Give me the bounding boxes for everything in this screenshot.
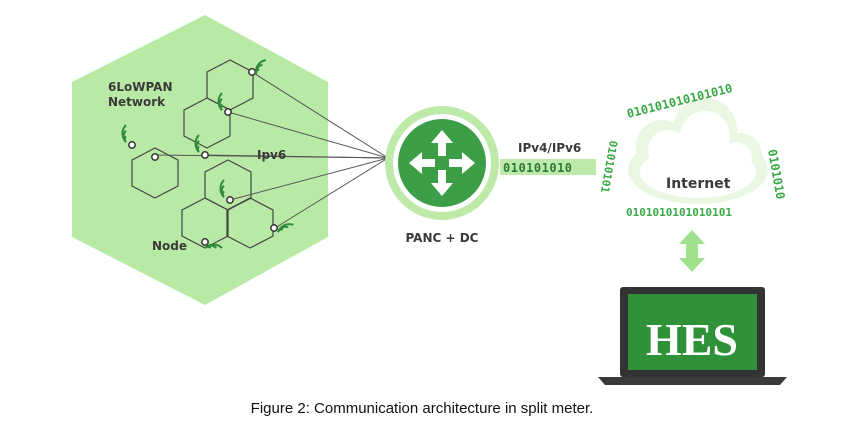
cloud-bits-bottom: 0101010101010101 <box>626 206 732 219</box>
link-bar <box>500 159 596 175</box>
cloud-icon <box>628 98 768 204</box>
figure-caption: Figure 2: Communication architecture in … <box>250 400 594 417</box>
node-dot <box>201 238 209 246</box>
node-label: Node <box>152 239 187 253</box>
node-dot <box>151 153 159 161</box>
network-label-line2: Network <box>108 95 166 109</box>
router-label: PANC + DC <box>405 231 478 245</box>
network-nodes <box>128 68 278 246</box>
node-dot <box>224 108 232 116</box>
link-bits: 010101010 <box>503 161 573 175</box>
network-hexagon <box>72 15 328 305</box>
node-dot <box>248 68 256 76</box>
laptop-icon <box>598 287 787 385</box>
cloud-bits-left: 01010101 <box>598 139 620 194</box>
node-dot <box>201 151 209 159</box>
node-dot <box>226 196 234 204</box>
node-dot <box>270 224 278 232</box>
cloud-bits-right: 0101010 <box>765 148 788 200</box>
router-icon <box>385 106 499 220</box>
link-label: IPv4/IPv6 <box>518 141 581 155</box>
network-label-line1: 6LoWPAN <box>108 80 173 94</box>
hes-label: HES <box>646 314 738 365</box>
double-arrow-icon <box>679 230 705 272</box>
ipv6-label: Ipv6 <box>257 148 286 162</box>
node-links <box>154 71 389 229</box>
cloud-label: Internet <box>666 176 731 192</box>
node-dot <box>128 141 136 149</box>
